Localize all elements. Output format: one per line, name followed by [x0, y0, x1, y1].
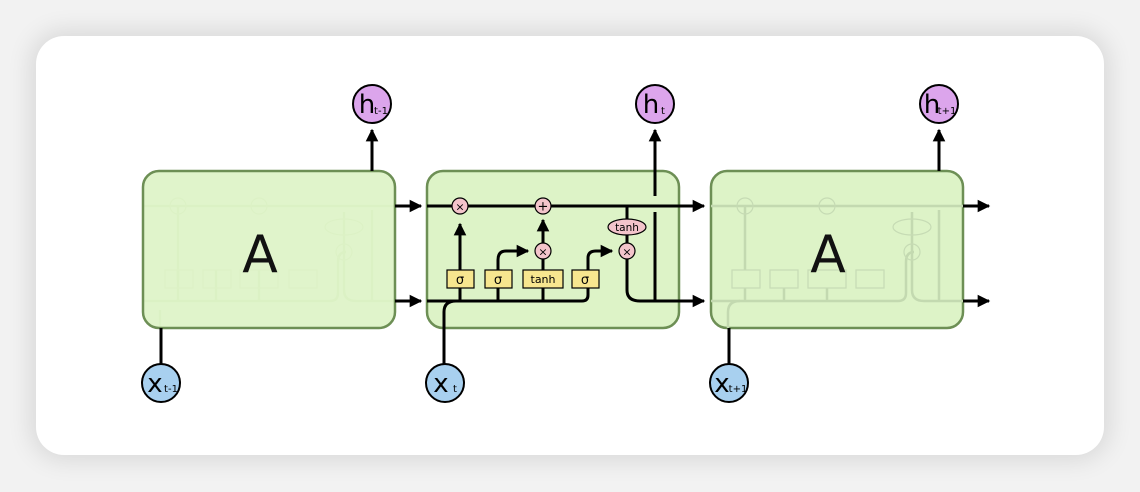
svg-text:h: h: [643, 90, 659, 120]
svg-text:×: ×: [538, 246, 547, 259]
op-input-mult: ×: [534, 242, 552, 260]
svg-text:t-1: t-1: [374, 106, 388, 117]
inter-cell-arrows: [159, 128, 991, 365]
gate-candidate: tanh: [522, 269, 564, 289]
input-gate-path: [496, 244, 530, 301]
svg-text:tanh: tanh: [531, 273, 556, 286]
cell-current: σ σ tanh σ × + × tanh: [425, 128, 706, 365]
op-forget-mult: ×: [451, 197, 469, 215]
svg-text:tanh: tanh: [615, 222, 639, 234]
svg-text:x: x: [147, 369, 162, 399]
svg-text:t: t: [453, 384, 457, 395]
x-node-prev: x t-1: [141, 363, 181, 403]
svg-text:×: ×: [622, 246, 631, 259]
cell-label: A: [242, 225, 278, 285]
svg-text:t: t: [661, 106, 665, 117]
cell-next: A: [709, 169, 965, 330]
h-node-next: h t+1: [919, 84, 959, 124]
internal-wiring: [427, 128, 706, 365]
svg-text:h: h: [359, 90, 375, 120]
hidden-out-line: [625, 258, 706, 308]
h-node-prev: h t-1: [352, 84, 392, 124]
cell-box: [141, 169, 397, 330]
svg-text:×: ×: [455, 201, 464, 214]
cell-box: [425, 169, 681, 330]
cell-prev: A: [141, 169, 397, 330]
svg-text:t+1: t+1: [938, 106, 957, 117]
svg-text:+: +: [538, 200, 549, 215]
x-node-current: x t: [425, 363, 465, 403]
op-output-mult: ×: [618, 242, 636, 260]
op-add: +: [534, 197, 552, 215]
svg-text:x: x: [714, 369, 729, 399]
svg-text:t+1: t+1: [729, 384, 748, 395]
svg-text:σ: σ: [494, 273, 502, 288]
op-tanh: tanh: [607, 218, 647, 236]
gate-forget: σ: [446, 269, 475, 289]
gate-output: σ: [571, 269, 600, 289]
cell-box: [709, 169, 965, 330]
svg-text:σ: σ: [456, 273, 464, 288]
x-input-line: [442, 299, 457, 365]
cell-label: A: [810, 225, 846, 285]
svg-text:h: h: [924, 90, 940, 120]
svg-text:σ: σ: [581, 273, 589, 288]
gate-input: σ: [484, 269, 513, 289]
svg-text:t-1: t-1: [164, 384, 178, 395]
faint-gates: [731, 197, 932, 289]
h-node-current: h t: [635, 84, 675, 124]
x-node-next: x t+1: [709, 363, 749, 403]
svg-text:x: x: [433, 369, 448, 399]
